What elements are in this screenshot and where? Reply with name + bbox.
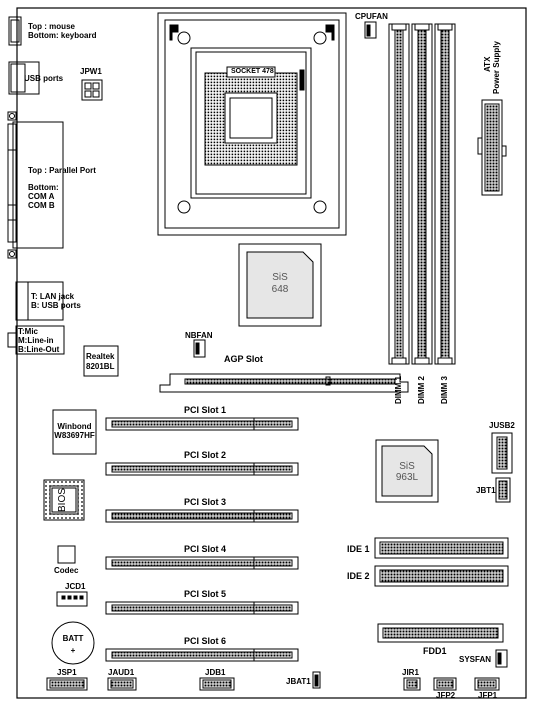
pci-slot-2-label: PCI Slot 2: [184, 450, 227, 460]
agp-slot-label: AGP Slot: [224, 354, 263, 364]
jfp2-header: [433, 677, 457, 691]
fdd1-connector: [377, 623, 504, 643]
jpw1-connector: [81, 79, 103, 101]
lan-usb-label: B: USB ports: [31, 301, 81, 310]
jbat1-header: [312, 671, 321, 689]
cpufan-label: CPUFAN: [355, 12, 388, 21]
jfp2-label: JFP2: [436, 691, 456, 700]
pci-slot-3-label: PCI Slot 3: [184, 497, 227, 507]
jir1-header: [403, 677, 421, 691]
realtek-chip: [83, 345, 119, 377]
dimm1-label: DIMM 1: [394, 376, 403, 404]
usb-ports-rear: [8, 61, 40, 95]
jcd1-header: [56, 591, 88, 607]
jbat1-label: JBAT1: [286, 677, 311, 686]
lan-jack-label: T: LAN jack: [31, 292, 75, 301]
parallel-com-ports: [7, 111, 64, 259]
jfp1-label: JFP1: [478, 691, 498, 700]
winbond-label: Winbond: [57, 422, 92, 431]
agp-slot: [159, 373, 409, 393]
audio-jacks: [7, 325, 65, 355]
audio-lineout-label: B:Line-Out: [18, 345, 60, 354]
winbond-chip: [52, 409, 97, 455]
sis648-number: 648: [271, 284, 289, 295]
battery: [51, 621, 95, 665]
jfp1-header: [474, 677, 500, 691]
pci-slot-1-label: PCI Slot 1: [184, 405, 227, 415]
lan-usb-ports: [15, 281, 64, 321]
dimm3-label: DIMM 3: [440, 376, 449, 404]
jdb1-label: JDB1: [205, 668, 226, 677]
jcd1-label: JCD1: [65, 582, 86, 591]
jsp1-header: [46, 677, 88, 691]
pci-slot-6-label: PCI Slot 6: [184, 636, 227, 646]
batt-label: BATT: [62, 634, 84, 643]
dimm-slots: [388, 23, 456, 365]
usb-ports-label: USB ports: [24, 74, 64, 83]
jaud1-label: JAUD1: [108, 668, 135, 677]
ide2-connector: [374, 565, 509, 587]
realtek-number: 8201BL: [86, 362, 115, 371]
nbfan-label: NBFAN: [185, 331, 213, 340]
atx-label: ATX: [483, 56, 492, 72]
codec-label: Codec: [54, 566, 79, 575]
jir1-label: JIR1: [402, 668, 419, 677]
sis963l-label: SiS: [399, 461, 415, 472]
jbt1-header: [495, 477, 511, 503]
sis648-label: SiS: [272, 272, 288, 283]
parallel-bottom-label: Bottom:: [28, 183, 59, 192]
dimm2-label: DIMM 2: [417, 376, 426, 404]
io-mouse-label: Top : mouse: [28, 22, 75, 31]
ide1-label: IDE 1: [347, 544, 370, 554]
jdb1-header: [199, 677, 235, 691]
sis648-chip: [238, 243, 322, 327]
pci-slot-4-label: PCI Slot 4: [184, 544, 227, 554]
ide1-connector: [374, 537, 509, 559]
sis963l-number: 963L: [395, 472, 419, 483]
codec-chip: [57, 545, 76, 564]
bios-label: BIOS: [57, 488, 68, 512]
cpu-socket-478: [157, 12, 347, 236]
com-a-label: COM A: [28, 192, 55, 201]
winbond-number: W83697HF: [54, 431, 95, 440]
pci-slots: [105, 417, 299, 662]
power-supply-label: Power Supply: [492, 41, 501, 94]
ps2-ports: [8, 16, 22, 46]
atx-power-connector: [477, 99, 507, 196]
sysfan-label: SYSFAN: [459, 655, 492, 664]
board-outline: [16, 7, 527, 699]
parallel-top-label: Top : Parallel Port: [28, 166, 96, 175]
socket-label: SOCKET 478: [231, 68, 274, 75]
cpufan-header: [364, 21, 377, 39]
jaud1-header: [107, 677, 137, 691]
sysfan-header: [495, 649, 508, 668]
io-keyboard-label: Bottom: keyboard: [28, 31, 97, 40]
pci-slot-5-label: PCI Slot 5: [184, 589, 227, 599]
bios-chip: [43, 479, 85, 521]
nbfan-header: [193, 339, 206, 358]
realtek-label: Realtek: [86, 352, 115, 361]
jpw1-label: JPW1: [80, 67, 102, 76]
jusb2-label: JUSB2: [489, 421, 515, 430]
sis963l-chip: [375, 439, 439, 503]
jusb2-header: [491, 432, 513, 474]
batt-plus-label: +: [70, 646, 76, 655]
ide2-label: IDE 2: [347, 571, 370, 581]
fdd1-label: FDD1: [423, 646, 447, 656]
audio-mic-label: T:Mic: [18, 327, 38, 336]
jsp1-label: JSP1: [57, 668, 77, 677]
com-b-label: COM B: [28, 201, 55, 210]
jbt1-label: JBT1: [476, 486, 496, 495]
audio-linein-label: M:Line-in: [18, 336, 54, 345]
